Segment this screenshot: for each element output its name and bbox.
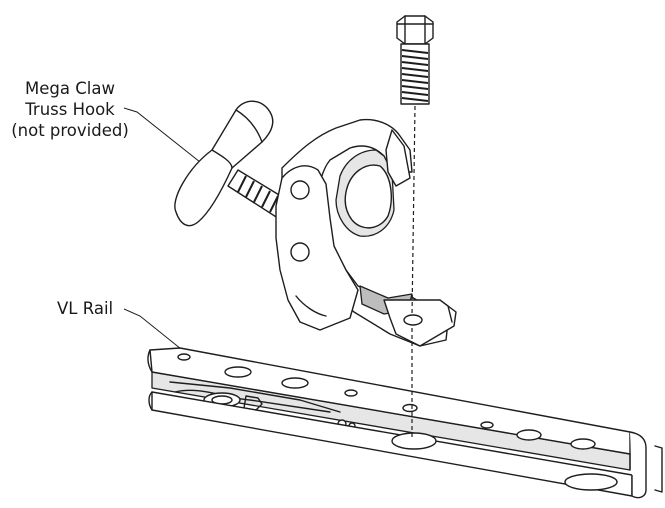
- truss-hook-label-line-2: Truss Hook: [25, 100, 115, 119]
- rail-large-hole: [391, 432, 437, 450]
- vl-rail: [147, 347, 663, 499]
- clamp-side-plate: [275, 165, 359, 331]
- rail-hole: [281, 377, 309, 389]
- vl-rail-label: VL Rail: [57, 299, 114, 318]
- rail-hole: [480, 421, 494, 429]
- vl-rail-leader-line: [123, 308, 187, 354]
- rail-top-plate: [149, 347, 631, 455]
- mega-claw-truss-hook: [174, 100, 457, 347]
- rail-hole: [344, 389, 358, 397]
- clamp-pivot-hole: [290, 180, 310, 200]
- rail-hole: [570, 438, 596, 450]
- clamp-pivot-hole: [290, 242, 310, 262]
- truss-hook-label-line-1: Mega Claw: [25, 79, 115, 98]
- rail-hole: [516, 429, 542, 441]
- truss-hook-label-line-3: (not provided): [11, 121, 129, 140]
- clamp-bolt-hole: [403, 314, 423, 326]
- bolt-head: [396, 15, 434, 45]
- rail-hole: [177, 353, 191, 361]
- rail-hole: [402, 403, 418, 413]
- truss-hook-label: Mega Claw Truss Hook (not provided): [0, 78, 140, 141]
- rail-hole: [224, 366, 252, 378]
- truss-hook-leader-line: [123, 107, 206, 167]
- bolt-axis-line: [411, 105, 416, 317]
- t-handle-knob: [174, 100, 274, 227]
- hex-bolt: [396, 15, 434, 105]
